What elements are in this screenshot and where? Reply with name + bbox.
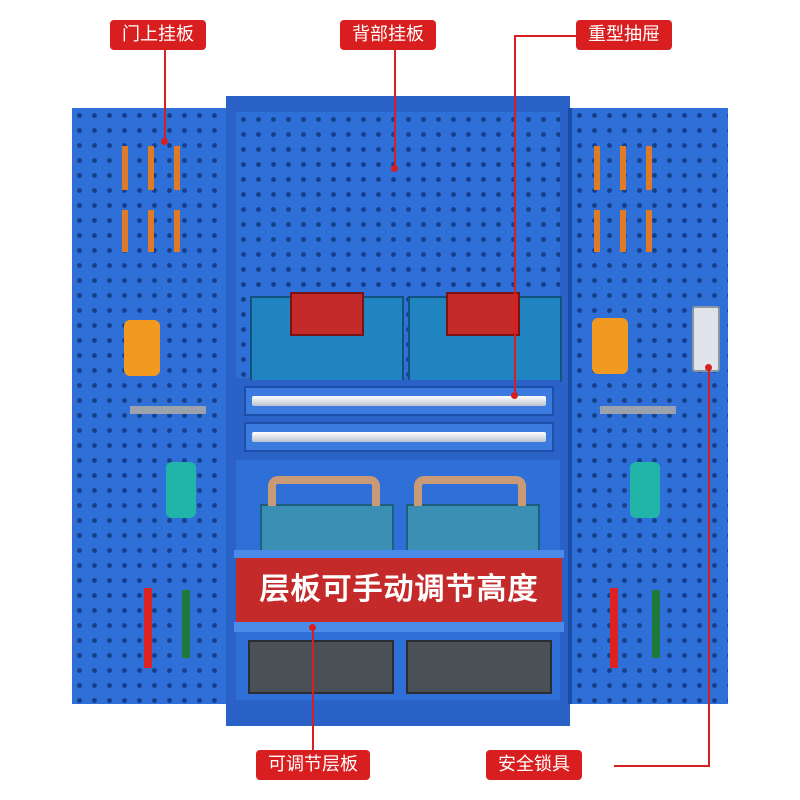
leader-dot	[391, 165, 398, 172]
drill-icon	[166, 462, 196, 518]
pliers-icon	[122, 146, 198, 190]
door-lock[interactable]	[692, 306, 720, 372]
adjustable-shelf	[234, 622, 564, 632]
label-back-pegboard: 背部挂板	[340, 20, 436, 50]
leader-back-pegboard	[394, 50, 396, 168]
leader-door-pegboard	[164, 50, 166, 140]
drawer-bottom-handle[interactable]	[252, 432, 546, 442]
screwdriver-icon	[144, 588, 152, 668]
leader-dot	[705, 364, 712, 371]
leader-dot	[309, 624, 316, 631]
screwdriver-icon	[652, 590, 660, 658]
pliers-icon	[594, 210, 670, 252]
leader-dot	[511, 392, 518, 399]
parts-bin-left-handle	[268, 476, 380, 506]
cabinet-base	[226, 700, 570, 726]
drawer-bottom[interactable]	[244, 422, 554, 452]
leader-adjustable-shelf	[312, 628, 314, 750]
caliper-icon	[600, 406, 676, 414]
drill-icon	[592, 318, 628, 374]
screwdriver-icon	[610, 588, 618, 668]
leader-safety-lock-v	[708, 368, 710, 767]
drawer-top[interactable]	[244, 386, 554, 416]
tool-case-right	[406, 640, 552, 694]
tool-case-left	[248, 640, 394, 694]
caliper-icon	[130, 406, 206, 414]
leader-heavy-drawer-v	[514, 35, 516, 395]
screwdriver-icon	[182, 590, 190, 658]
right-door-pegboard	[568, 108, 728, 704]
parts-bin-left	[260, 504, 394, 552]
label-heavy-drawer: 重型抽屉	[576, 20, 672, 50]
leader-dot	[161, 138, 168, 145]
label-safety-lock: 安全锁具	[486, 750, 582, 780]
leader-safety-lock-h	[614, 765, 710, 767]
toolbox-right-lid	[446, 292, 520, 336]
drawer-top-handle[interactable]	[252, 396, 546, 406]
shelf-adjustable-banner: 层板可手动调节高度	[236, 558, 562, 622]
label-adjustable-shelf: 可调节层板	[256, 750, 370, 780]
parts-bin-right	[406, 504, 540, 552]
drill-icon	[124, 320, 160, 376]
pliers-icon	[594, 146, 670, 190]
toolbox-left-lid	[290, 292, 364, 336]
label-door-pegboard: 门上挂板	[110, 20, 206, 50]
drill-icon	[630, 462, 660, 518]
adjustable-shelf-upper	[234, 550, 564, 558]
parts-bin-right-handle	[414, 476, 526, 506]
leader-heavy-drawer-h	[514, 35, 576, 37]
pliers-icon	[122, 210, 198, 252]
